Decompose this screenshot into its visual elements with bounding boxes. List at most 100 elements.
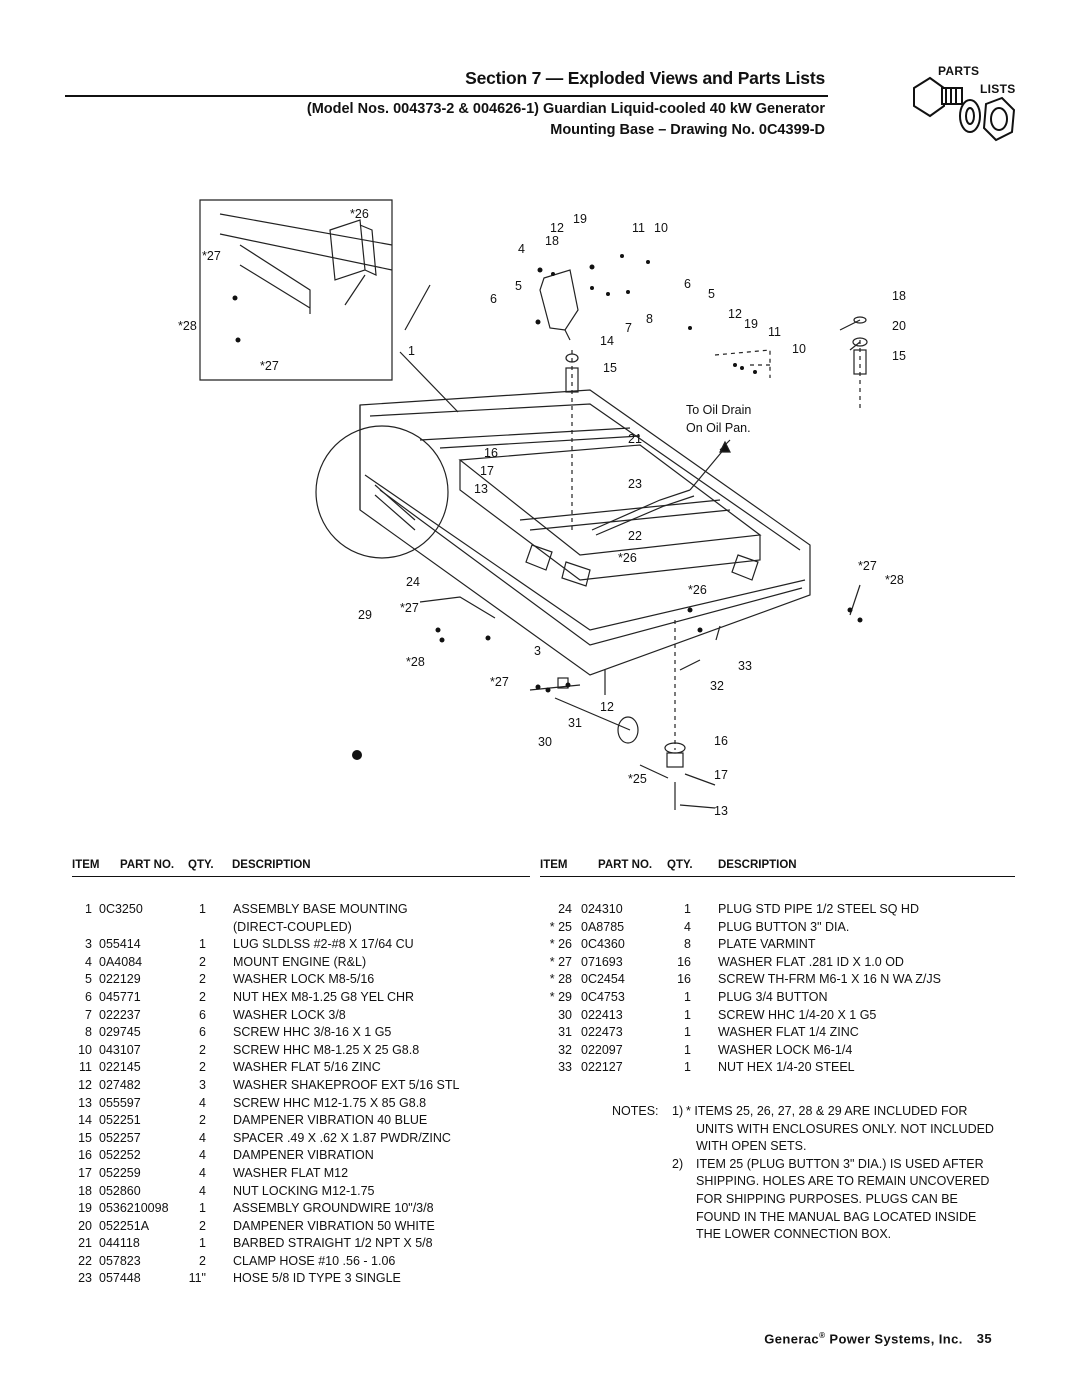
cell-qty: 8 — [684, 937, 691, 952]
callout-label: 12 — [728, 307, 742, 321]
cell-item: 12 — [78, 1077, 92, 1092]
bolt-and-nut-icon — [913, 76, 1016, 142]
cell-item: * 28 — [549, 972, 572, 987]
cell-item: 20 — [78, 1218, 92, 1233]
callout-label: 13 — [714, 804, 728, 818]
cell-qty: 2 — [199, 1253, 206, 1268]
cell-part: 044118 — [99, 1236, 140, 1251]
cell-qty: 3 — [199, 1077, 206, 1092]
col-qty-header: QTY. — [667, 859, 693, 871]
table-header: ITEM PART NO. QTY. DESCRIPTION — [540, 858, 1015, 877]
callout-label: 19 — [744, 317, 758, 331]
cell-desc: CLAMP HOSE #10 .56 - 1.06 — [233, 1253, 396, 1268]
cell-qty: 16 — [677, 954, 691, 969]
cell-item: 19 — [78, 1201, 92, 1216]
cell-desc: NUT LOCKING M12-1.75 — [233, 1183, 375, 1198]
cell-qty: 2 — [199, 1060, 206, 1075]
callout-label: 15 — [603, 361, 617, 375]
col-part-header: PART NO. — [120, 859, 175, 871]
cell-qty: 1 — [684, 1007, 691, 1022]
cell-item: 31 — [558, 1025, 572, 1040]
drawing-line: Mounting Base – Drawing No. 0C4399-D — [550, 122, 825, 138]
callout-label: 5 — [708, 287, 715, 301]
cell-item: 24 — [558, 902, 572, 916]
callout-label: 12 — [600, 700, 614, 714]
col-qty-header: QTY. — [188, 859, 214, 871]
callout-label: *26 — [618, 551, 637, 565]
cell-item: * 29 — [549, 989, 572, 1004]
cell-part: 052252 — [99, 1148, 141, 1163]
cell-part: 052251 — [99, 1113, 141, 1128]
cell-qty: 1 — [684, 1042, 691, 1057]
cell-qty: 6 — [199, 1025, 206, 1040]
table-row: (DIRECT-COUPLED) — [72, 919, 530, 937]
callout-label: *27 — [858, 559, 877, 573]
cell-qty: 4 — [199, 1130, 206, 1145]
col-item-header: ITEM — [540, 859, 568, 871]
cell-qty: 1 — [199, 1236, 206, 1251]
callout-label: 1 — [408, 344, 415, 358]
cell-qty: 1 — [684, 1025, 691, 1040]
callout-label: 8 — [646, 312, 653, 326]
cell-desc: WASHER FLAT .281 ID X 1.0 OD — [718, 954, 904, 969]
footer-company: Generac — [764, 1331, 820, 1347]
callout-label: 22 — [628, 529, 642, 543]
cell-qty: 4 — [199, 1148, 206, 1163]
col-desc-header: DESCRIPTION — [232, 859, 311, 871]
cell-desc: SCREW HHC M8-1.25 X 25 G8.8 — [233, 1042, 420, 1057]
callout-label: 18 — [892, 289, 906, 303]
cell-item: 4 — [85, 954, 92, 969]
cell-part: 0A4084 — [99, 954, 143, 969]
cell-desc: LUG SLDLSS #2-#8 X 17/64 CU — [233, 937, 414, 952]
cell-item: 10 — [78, 1042, 92, 1057]
cell-desc: ASSEMBLY BASE MOUNTING — [233, 902, 408, 916]
cell-qty: 1 — [199, 937, 206, 952]
cell-part: 057448 — [99, 1271, 141, 1286]
cell-qty: 2 — [199, 1113, 206, 1128]
callout-label: *26 — [688, 583, 707, 597]
cell-part: 022413 — [581, 1007, 623, 1022]
cell-item: 14 — [78, 1113, 92, 1128]
cell-desc: NUT HEX M8-1.25 G8 YEL CHR — [233, 989, 415, 1004]
cell-desc: BARBED STRAIGHT 1/2 NPT X 5/8 — [233, 1236, 433, 1251]
callout-label: 14 — [600, 334, 614, 348]
badge-label-parts: PARTS — [938, 64, 980, 78]
cell-item: 5 — [85, 972, 92, 987]
cell-desc: HOSE 5/8 ID TYPE 3 SINGLE — [233, 1271, 401, 1286]
callout-label: 33 — [738, 659, 752, 673]
col-item-header: ITEM — [72, 859, 100, 871]
cell-desc: SCREW HHC M12-1.75 X 85 G8.8 — [233, 1095, 427, 1110]
cell-desc: WASHER FLAT 1/4 ZINC — [718, 1025, 859, 1040]
cell-desc: PLUG STD PIPE 1/2 STEEL SQ HD — [718, 902, 919, 916]
note-line: * ITEMS 25, 26, 27, 28 & 29 ARE INCLUDED… — [686, 1104, 968, 1118]
cell-item: 3 — [85, 937, 92, 952]
cell-qty: 4 — [684, 919, 691, 934]
cell-part: 055414 — [99, 937, 141, 952]
cell-part: 043107 — [99, 1042, 141, 1057]
callout-label: *28 — [406, 655, 425, 669]
callout-label: 21 — [628, 432, 642, 446]
cell-desc: (DIRECT-COUPLED) — [233, 919, 352, 934]
callout-label: *25 — [628, 772, 647, 786]
notes-label: NOTES: — [612, 1104, 659, 1118]
cell-desc: WASHER LOCK M6-1/4 — [718, 1042, 853, 1057]
cell-qty: 1 — [199, 902, 206, 916]
callout-label: 23 — [628, 477, 642, 491]
col-desc-header: DESCRIPTION — [718, 859, 797, 871]
cell-item: * 27 — [549, 954, 572, 969]
